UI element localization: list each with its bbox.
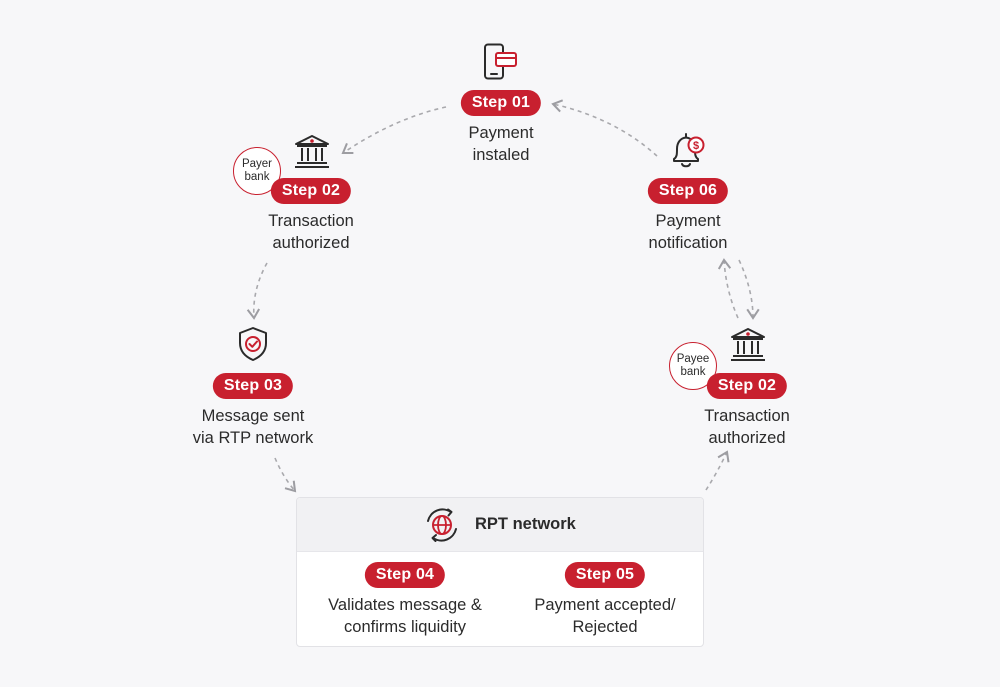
- step04-description-line2: confirms liquidity: [344, 618, 466, 636]
- bank-icon: [731, 328, 765, 361]
- arrow-step01-to-step02: [341, 106, 447, 155]
- step03-description-line2: via RTP network: [192, 429, 314, 447]
- step06-pill: Step 06: [647, 178, 729, 204]
- step05-description-line2: Rejected: [572, 618, 638, 636]
- step04-description-line1: Validates message &: [328, 596, 482, 614]
- step05-description-line1: Payment accepted/: [534, 596, 676, 614]
- arrow-step06-to-payee-bank: [738, 259, 760, 320]
- step02-payer-description-line2: authorized: [272, 234, 350, 252]
- step01-pill: Step 01: [460, 90, 542, 116]
- step01-description-line2: instaled: [472, 146, 530, 164]
- payer-bank-badge-line2: bank: [244, 171, 270, 183]
- step02-payee-description: Transaction authorized: [637, 405, 857, 449]
- step02-payee-description-line1: Transaction: [704, 407, 790, 425]
- payee-bank-badge: Payee bank: [669, 342, 717, 390]
- payee-bank-badge-line2: bank: [680, 366, 706, 378]
- rpt-network-panel: RPT network Step 04 Validates message & …: [296, 497, 704, 647]
- step06-description: Payment notification: [578, 210, 798, 254]
- step02-payer-pill: Step 02: [270, 178, 352, 204]
- smartphone-card-icon: [484, 43, 517, 80]
- step04-pill: Step 04: [364, 562, 446, 588]
- bank-icon: [295, 135, 329, 168]
- shield-check-icon: [239, 327, 267, 361]
- arrow-payee-bank-to-step06: [717, 258, 739, 319]
- step02-payee-pill: Step 02: [706, 373, 788, 399]
- step03-description: Message sent via RTP network: [143, 405, 363, 449]
- arrow-network-to-payee-bank: [705, 450, 730, 491]
- arrow-step03-to-network: [274, 457, 297, 493]
- step04-description: Validates message & confirms liquidity: [297, 594, 515, 638]
- step06-description-line2: notification: [648, 234, 728, 252]
- bell-dollar-icon: $: [673, 133, 705, 168]
- step01-description: Payment instaled: [391, 122, 611, 166]
- rpt-network-header: RPT network: [297, 498, 703, 552]
- payee-bank-badge-line1: Payee: [676, 353, 710, 365]
- step03-pill: Step 03: [212, 373, 294, 399]
- arrow-step06-to-step01: [551, 99, 658, 157]
- svg-text:$: $: [693, 140, 699, 152]
- rpt-network-title: RPT network: [475, 515, 576, 533]
- step02-payee-description-line2: authorized: [708, 429, 786, 447]
- step02-payer-description: Transaction authorized: [201, 210, 421, 254]
- step06-description-line1: Payment: [655, 212, 721, 230]
- globe-sync-icon: [427, 508, 457, 542]
- step01-description-line1: Payment: [468, 124, 534, 142]
- step05-pill: Step 05: [564, 562, 646, 588]
- step05-description: Payment accepted/ Rejected: [495, 594, 703, 638]
- step02-payer-description-line1: Transaction: [268, 212, 354, 230]
- payer-bank-badge-line1: Payer: [241, 158, 273, 170]
- arrow-step02-to-step03: [246, 262, 268, 320]
- step03-description-line1: Message sent: [201, 407, 305, 425]
